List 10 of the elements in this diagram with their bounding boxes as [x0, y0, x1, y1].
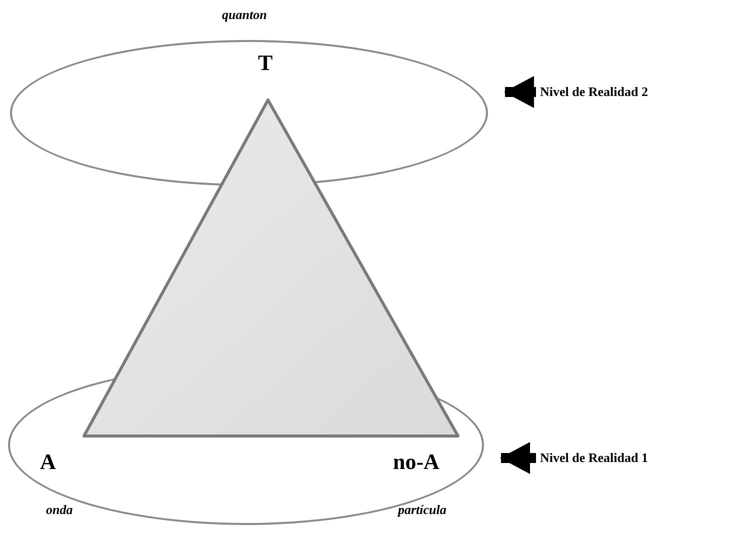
vertex-label: T — [258, 52, 273, 74]
arrow — [504, 76, 536, 108]
caption-text: partícula — [398, 503, 446, 516]
level-label: Nivel de Realidad 1 — [540, 449, 649, 467]
arrow — [500, 442, 536, 474]
vertex-label: A — [40, 451, 56, 473]
level-label: Nivel de Realidad 2 — [540, 83, 649, 101]
ellipse-heading: quanton — [222, 8, 267, 21]
caption-text: onda — [46, 503, 73, 516]
vertex-label: no-A — [393, 451, 440, 473]
